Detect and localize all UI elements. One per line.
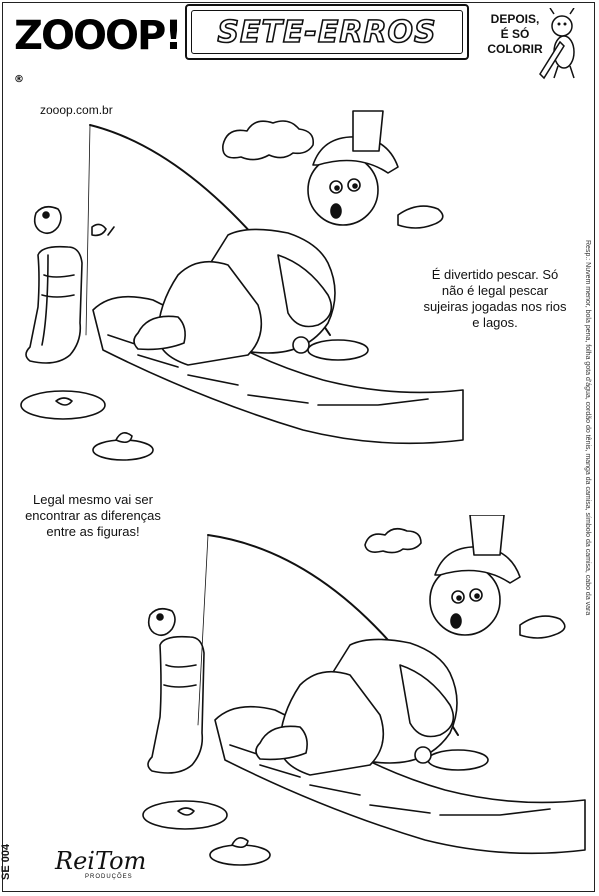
boot <box>147 635 205 774</box>
color-note-line3: COLORIR <box>487 42 543 56</box>
grass-tuft <box>397 205 444 229</box>
fish-skeleton <box>147 607 176 637</box>
boot <box>25 245 83 364</box>
sneaker <box>133 315 186 351</box>
caption-bottom: Legal mesmo vai ser encontrar as diferen… <box>25 492 161 539</box>
answer-key: Resp.: Nuvem menor, bola pena, folha got… <box>584 240 591 616</box>
logo-url: zooop.com.br <box>40 103 113 118</box>
zooop-logo: ZOOOP!® zooop.com.br <box>14 13 183 118</box>
cap <box>434 546 521 584</box>
page-code: SE 004 <box>0 843 12 880</box>
fishing-scene-bottom <box>142 515 586 866</box>
cap-visor <box>352 110 384 152</box>
cloud <box>222 120 315 161</box>
color-note-line2: É SÓ <box>500 27 530 41</box>
color-note: DEPOIS, É SÓ COLORIR <box>480 12 550 57</box>
mascot-icon <box>539 8 575 80</box>
caption-top: É divertido pescar. Só não é legal pesca… <box>423 267 567 330</box>
brand-sub: PRODUÇÕES <box>85 874 133 880</box>
logo-wordmark: ZOOOP!® <box>14 13 183 85</box>
fish-skeleton <box>33 205 62 235</box>
title-box: SETE-ERROS <box>185 4 469 60</box>
color-note-line1: DEPOIS, <box>490 12 540 26</box>
cloud <box>364 527 422 554</box>
sneaker <box>255 725 308 761</box>
reitom-logo: ReiTom PRODUÇÕES <box>55 848 146 880</box>
brand-name: ReiTom <box>55 847 147 875</box>
page-title: SETE-ERROS <box>217 14 437 51</box>
cap-visor <box>469 515 505 556</box>
fishing-scene-top <box>20 110 464 461</box>
grass-tuft <box>519 615 566 639</box>
